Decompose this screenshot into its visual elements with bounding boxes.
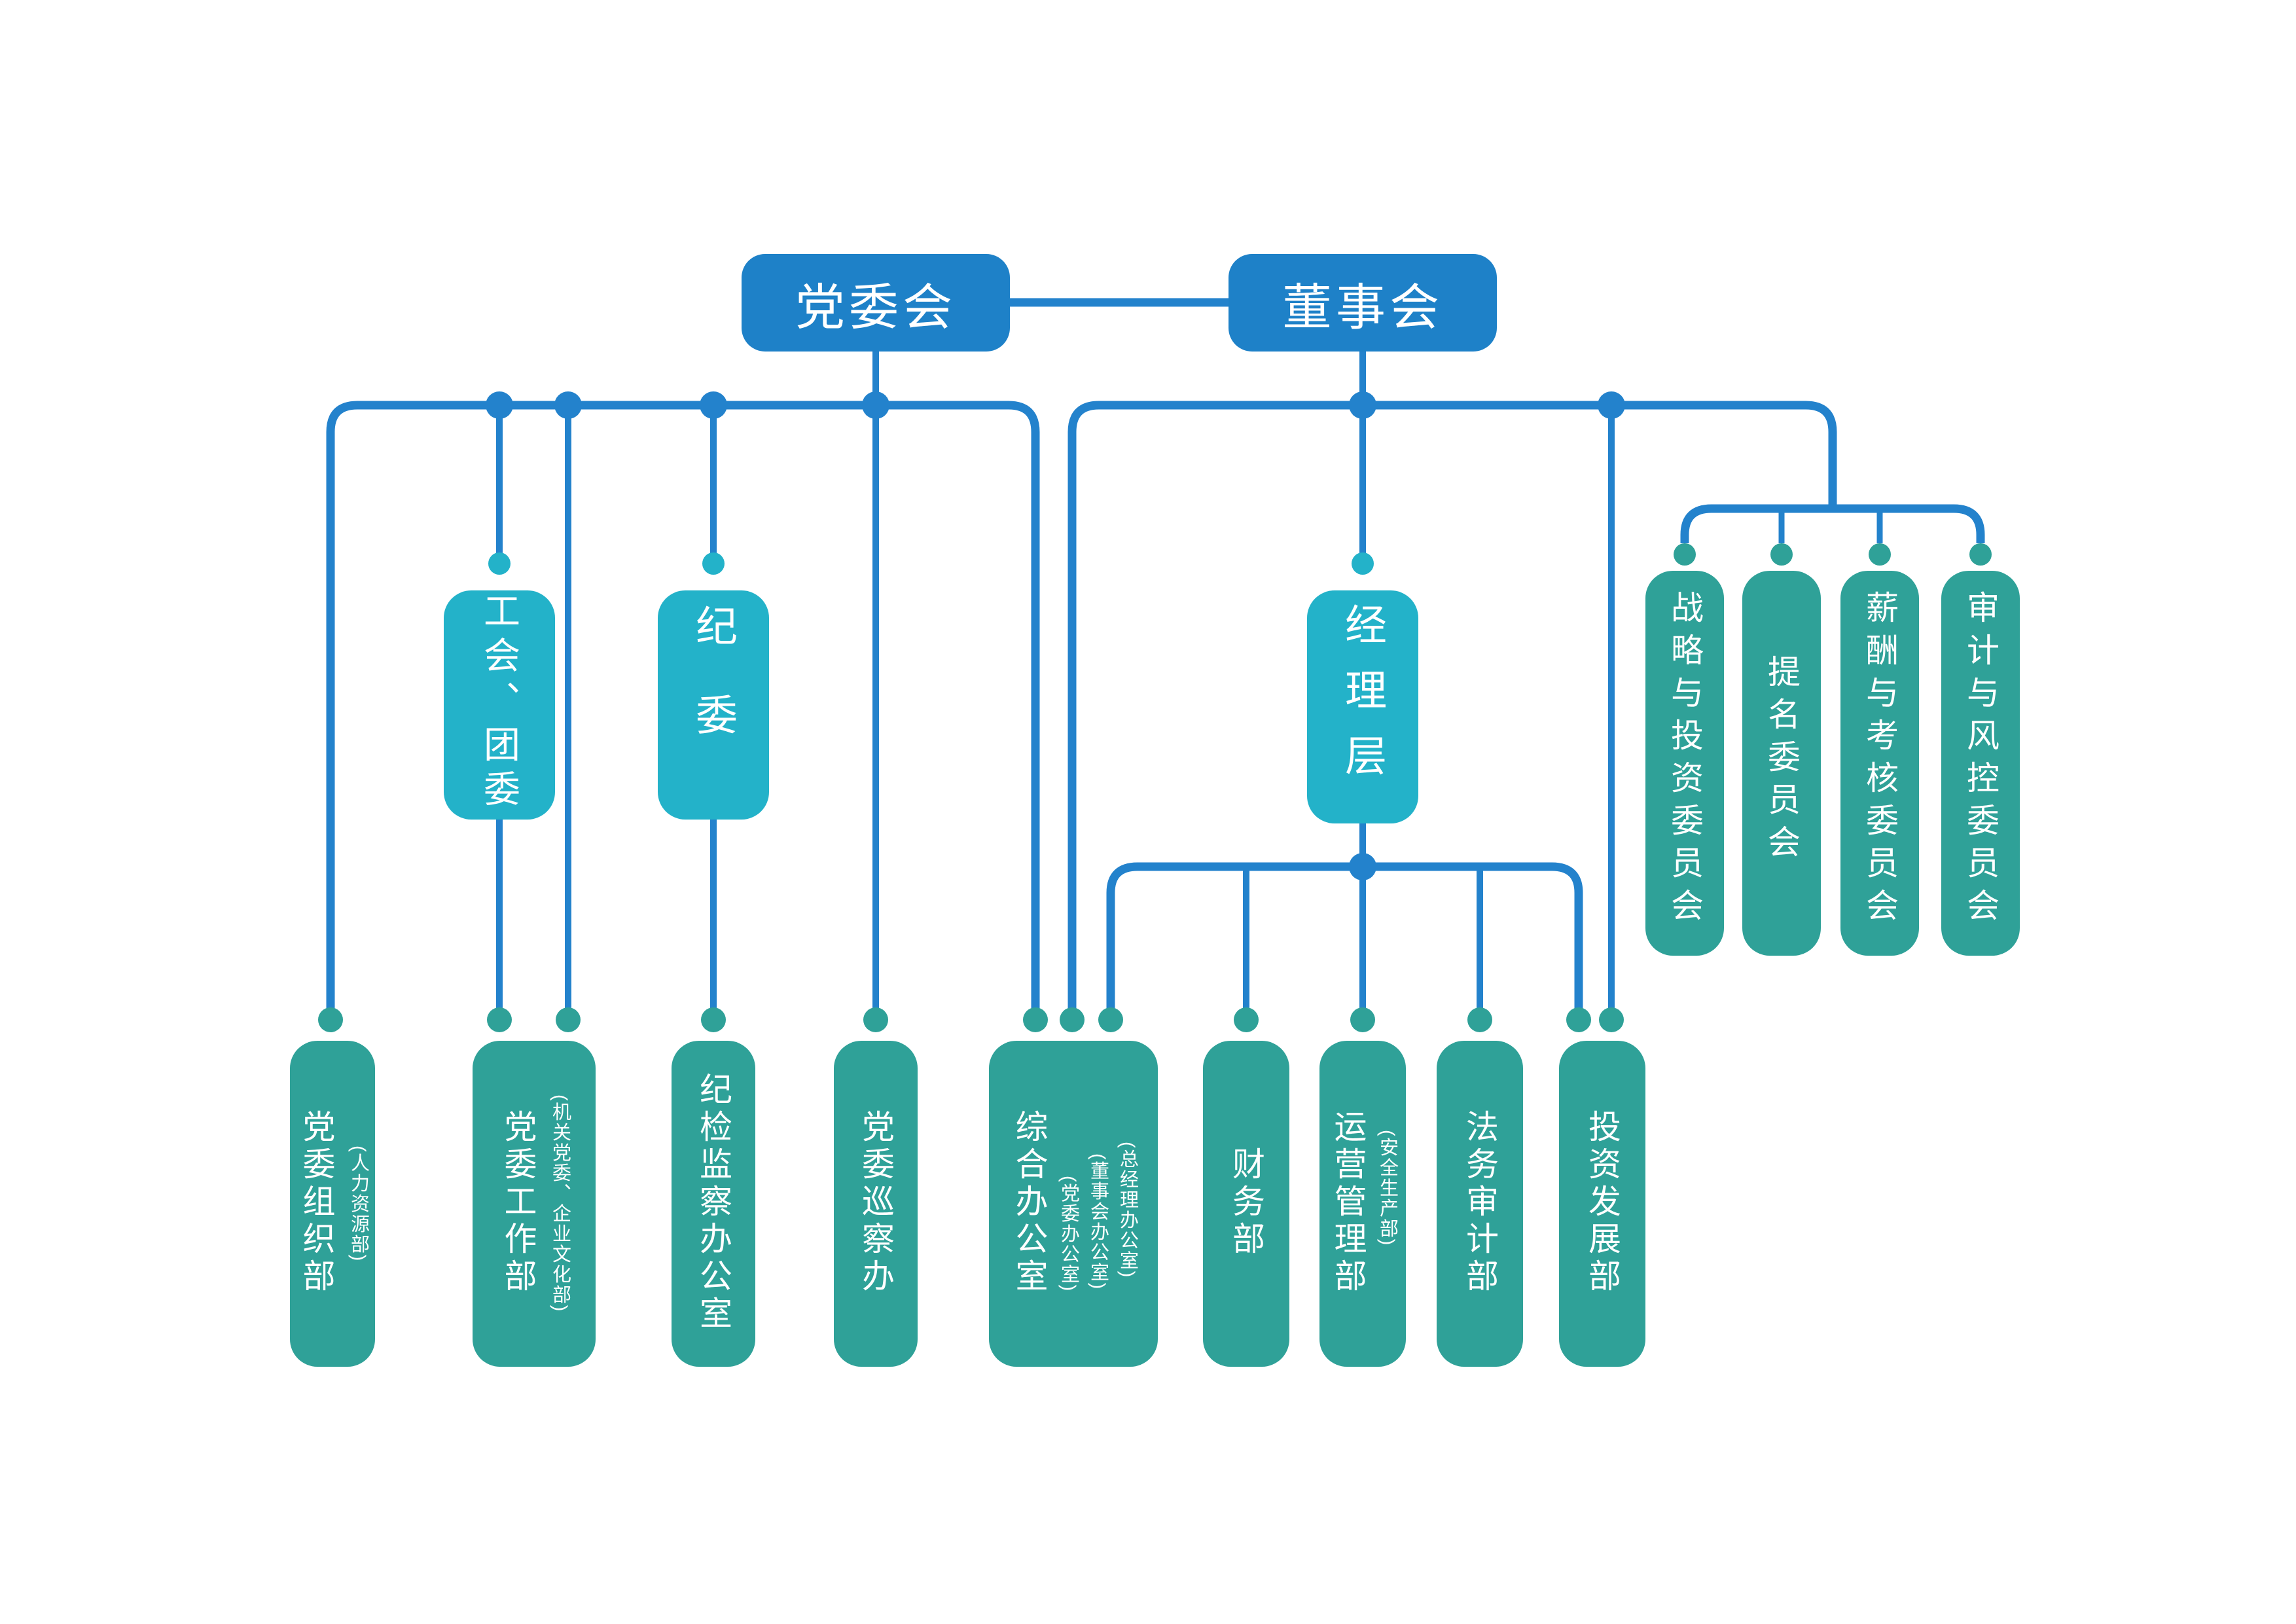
node-subtitle: (总经理办公室) [1117,1142,1138,1279]
node-label: 投资发展部 [1584,1109,1621,1296]
node-subtitle: (人力资源部) [348,1145,369,1263]
node-label: 党委工作部 [499,1109,537,1296]
department-node-dots [318,1007,1624,1032]
node-party-committee: 党委会 [742,254,1010,352]
node-label: 经理层 [1339,603,1386,799]
node-discipline-committee: 纪委 [658,590,769,820]
party-committee-bus [326,401,1040,1011]
node-party-inspection-office: 党委巡察办 [834,1041,918,1367]
node-party-organization-dept: 党委组织部 (人力资源部) [290,1041,375,1367]
node-management-level: 经理层 [1307,590,1418,823]
node-label: 战略与投资委员会 [1666,590,1703,931]
node-label: 薪酬与考核委员会 [1861,590,1898,931]
node-finance-dept: 财务部 [1203,1041,1289,1367]
node-label: 纪委 [690,604,737,782]
node-operations-management-dept: 运营管理部 (安全生产部) [1319,1041,1406,1367]
node-subtitle: (机关党委、企业文化部) [549,1094,571,1313]
node-label: 提名委员会 [1763,654,1800,867]
node-label: 财务部 [1228,1146,1265,1259]
node-investment-development-dept: 投资发展部 [1559,1041,1645,1367]
node-label: 审计与风控委员会 [1962,590,1999,931]
node-label: 党委会 [795,280,956,336]
node-subtitle: (董事会办公室) [1087,1153,1109,1291]
node-label: 运营管理部 [1329,1109,1367,1296]
node-nomination-committee: 提名委员会 [1742,571,1821,956]
node-board-of-directors: 董事会 [1229,254,1497,352]
node-party-work-dept: 党委工作部 (机关党委、企业文化部) [473,1041,596,1367]
node-label: 工会、团委 [478,592,520,814]
node-discipline-inspection-office: 纪检监察办公室 [672,1041,755,1367]
drop-lines [496,350,1615,1011]
junction-dots [486,391,1625,880]
board-bus [1067,401,1837,1011]
node-label: 纪检监察办公室 [695,1072,732,1333]
middle-node-dots [488,552,1374,575]
node-subtitle: (党委办公室) [1058,1175,1079,1293]
node-label: 党委组织部 [298,1109,335,1296]
node-label: 董事会 [1282,280,1443,336]
node-general-office: 综合办公室 (党委办公室) (董事会办公室) (总经理办公室) [989,1041,1158,1367]
management-bus [1106,862,1583,1011]
committee-node-dots [1674,543,1992,566]
node-strategy-investment-committee: 战略与投资委员会 [1645,571,1724,956]
node-label: 法务审计部 [1462,1109,1498,1296]
node-compensation-appraisal-committee: 薪酬与考核委员会 [1840,571,1919,956]
node-legal-audit-dept: 法务审计部 [1437,1041,1523,1367]
node-subtitle: (安全生产部) [1376,1129,1398,1247]
node-label: 综合办公室 [1011,1109,1048,1296]
node-audit-risk-committee: 审计与风控委员会 [1941,571,2020,956]
committees-bus [1680,504,1985,543]
node-label: 党委巡察办 [857,1109,894,1296]
node-union-youth-league: 工会、团委 [444,590,555,820]
